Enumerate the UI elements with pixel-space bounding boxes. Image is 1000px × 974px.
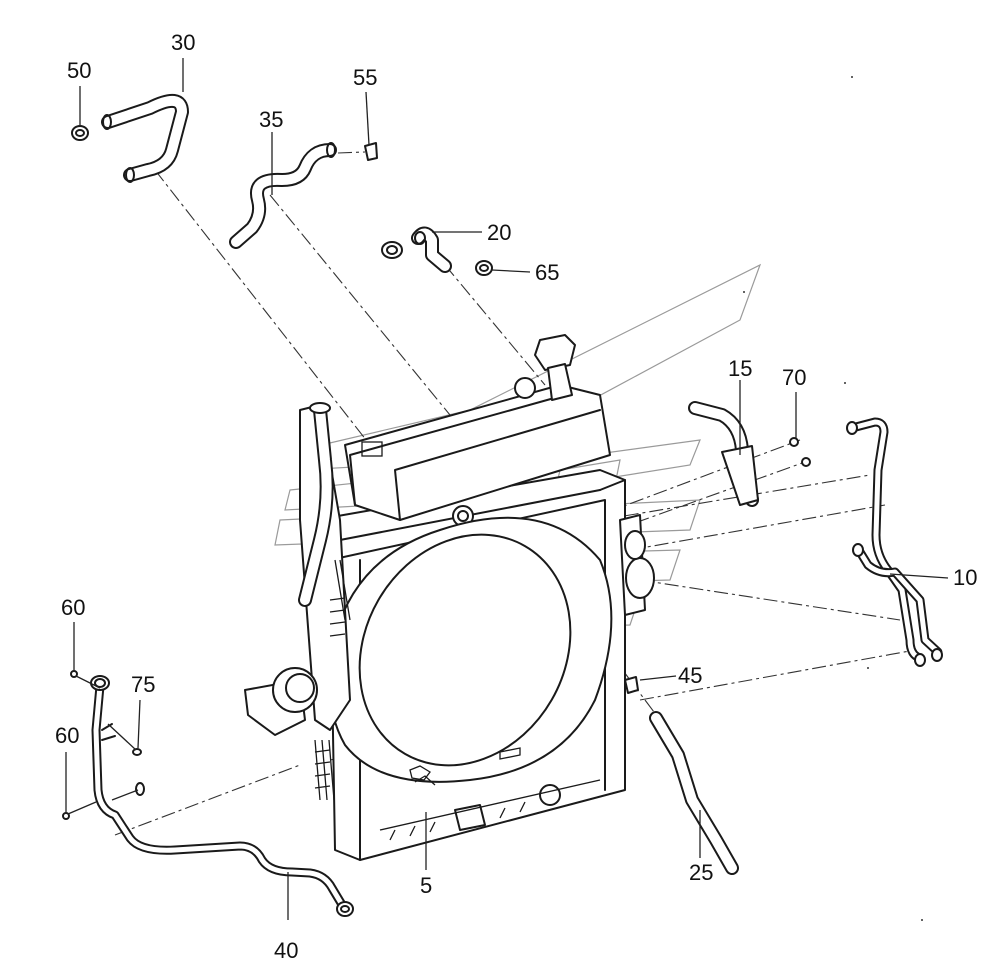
hose-30 — [101, 94, 189, 183]
callout-50: 50 — [67, 58, 91, 83]
callout-75: 75 — [131, 672, 155, 697]
radiator-bottom-details — [379, 779, 601, 841]
hose-35 — [229, 142, 337, 249]
callout-45: 45 — [678, 663, 702, 688]
pipe-10 — [846, 417, 943, 667]
hose-20 — [381, 226, 493, 276]
hose-15 — [688, 401, 759, 507]
callout-35: 35 — [259, 107, 283, 132]
bolts-70 — [789, 437, 811, 467]
callout-30: 30 — [171, 30, 195, 55]
callout-labels: 30 50 55 35 20 65 15 70 10 45 25 5 40 60… — [55, 30, 977, 963]
hose-25 — [649, 711, 739, 875]
callout-60-lower: 60 — [55, 723, 79, 748]
callout-60-upper: 60 — [61, 595, 85, 620]
clamp-50 — [71, 125, 89, 141]
callout-25: 25 — [689, 860, 713, 885]
radiator-right-fittings — [619, 514, 655, 616]
callout-10: 10 — [953, 565, 977, 590]
radiator-side-tank — [244, 404, 351, 801]
fitting-55 — [337, 142, 378, 161]
leader-lines — [65, 58, 949, 920]
callout-20: 20 — [487, 220, 511, 245]
callout-55: 55 — [353, 65, 377, 90]
callout-40: 40 — [274, 938, 298, 963]
upper-left-hose — [298, 402, 334, 607]
callout-15: 15 — [728, 356, 752, 381]
callout-70: 70 — [782, 365, 806, 390]
scan-specks — [743, 76, 923, 921]
fan-shroud — [328, 516, 613, 786]
fitting-45 — [624, 676, 639, 694]
bolts-60-and-75 — [62, 670, 145, 820]
callout-65: 65 — [535, 260, 559, 285]
callout-5: 5 — [420, 873, 432, 898]
